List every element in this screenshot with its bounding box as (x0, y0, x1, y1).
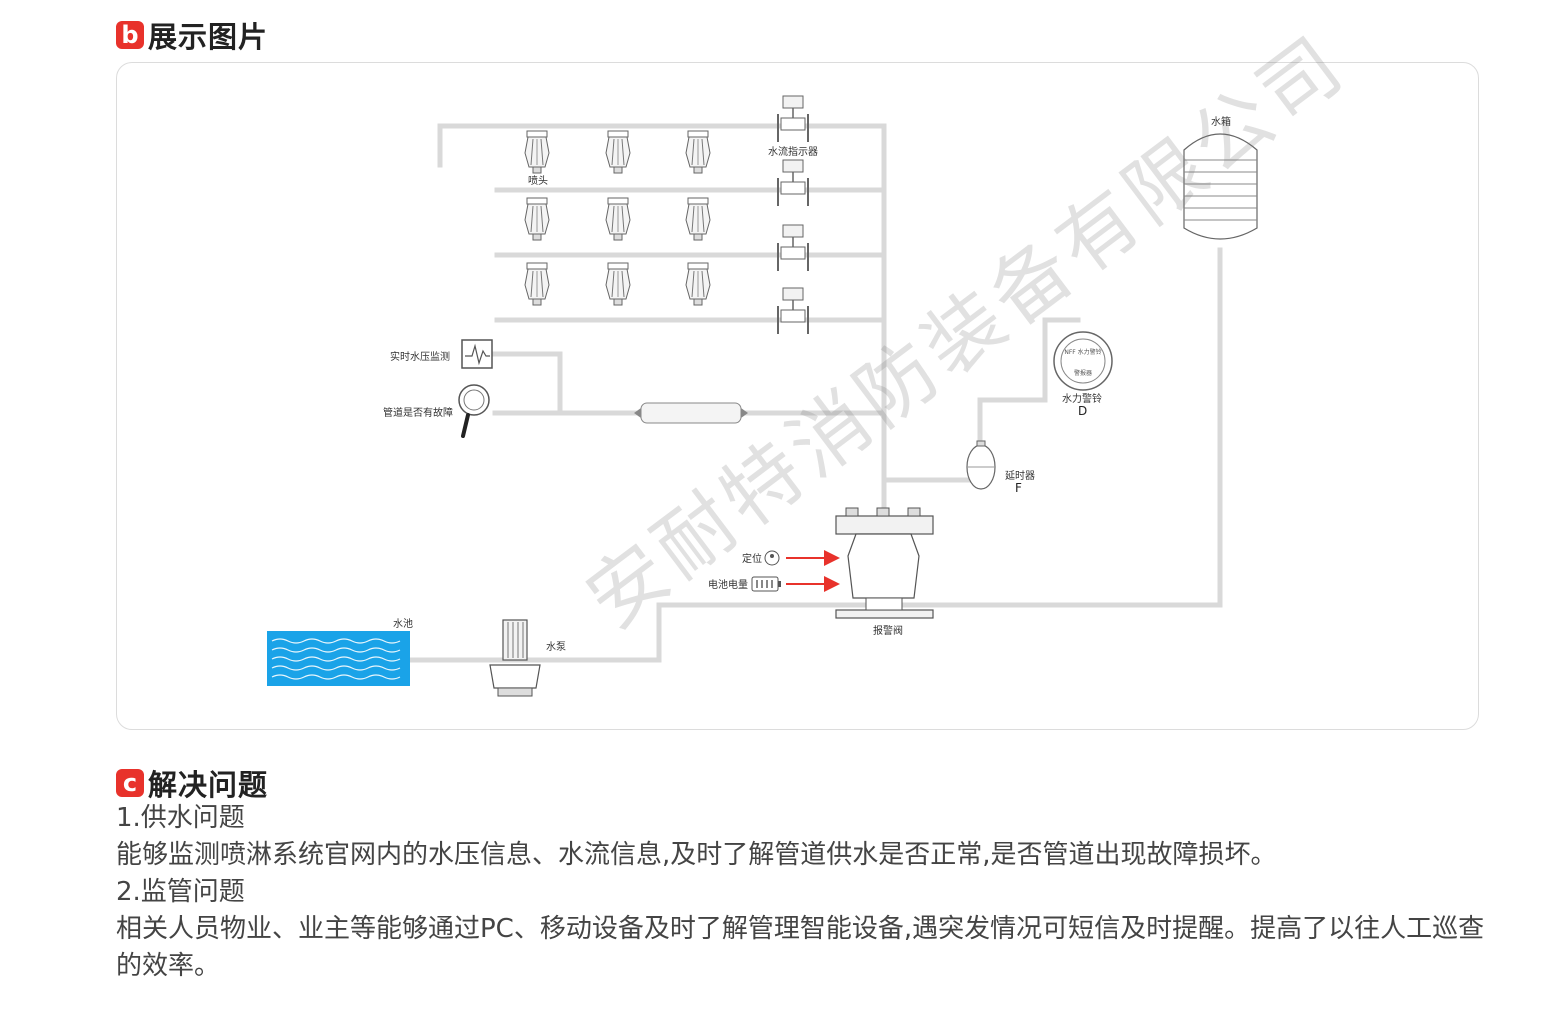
label-alarm-valve: 报警阀 (873, 624, 903, 637)
label-pool: 水池 (393, 617, 413, 630)
sprinkler-icon (685, 262, 711, 306)
sprinkler-icon (685, 197, 711, 241)
magnifier-icon (458, 384, 490, 438)
sprinkler-icon (605, 130, 631, 174)
flow-indicator-icon (777, 159, 809, 207)
sprinkler-icon (605, 197, 631, 241)
section-title-solutions: 解决问题 (148, 768, 269, 802)
sprinkler-heads (524, 130, 711, 306)
pipe-bell-line (881, 317, 1081, 483)
solutions-content: 1.供水问题 能够监测喷淋系统官网内的水压信息、水流信息,及时了解管道供水是否正… (116, 800, 1496, 985)
label-pressure-monitor: 实时水压监测 (390, 350, 450, 363)
solution-item-1-text: 能够监测喷淋系统官网内的水压信息、水流信息,及时了解管道供水是否正常,是否管道出… (116, 840, 1277, 870)
location-pin-icon (764, 550, 780, 566)
label-sprinkler: 喷头 (528, 175, 548, 187)
solution-item-2-text: 相关人员物业、业主等能够通过PC、移动设备及时了解管理智能设备,遇突发情况可短信… (116, 914, 1485, 981)
bell-ring-top: NFF 水力警铃 (1064, 348, 1101, 356)
water-pump-icon (489, 619, 541, 697)
water-pool-icon (267, 631, 410, 686)
label-water-bell: 水力警铃 (1062, 392, 1102, 405)
diagram-frame (116, 62, 1479, 730)
pipe-top-branch (437, 123, 887, 523)
flow-indicator-icon (777, 224, 809, 272)
solution-item-2-title: 2.监管问题 (116, 877, 245, 907)
label-delay: 延时器 (1005, 470, 1035, 482)
battery-icon (751, 576, 781, 592)
pressure-monitor-icon (461, 339, 493, 369)
section-header-solutions: c 解决问题 (116, 762, 268, 804)
sprinkler-icon (685, 130, 711, 174)
pipe-cylinder-icon (634, 402, 748, 424)
flow-indicator-icon (777, 287, 809, 335)
label-flow-indicator: 水流指示器 (768, 145, 818, 158)
section-header-display: b 展示图片 (116, 14, 268, 56)
label-battery: 电池电量 (708, 578, 748, 591)
bell-ring-bottom: 警报器 (1074, 369, 1092, 377)
section-badge-c: c (116, 769, 144, 797)
label-pump: 水泵 (546, 641, 566, 653)
sprinkler-icon (524, 262, 550, 306)
solution-item-1-title: 1.供水问题 (116, 803, 245, 833)
section-badge-b: b (116, 21, 144, 49)
delay-device-icon (966, 440, 996, 490)
flow-indicators (777, 95, 809, 335)
sprinkler-icon (524, 197, 550, 241)
section-title-display: 展示图片 (148, 20, 269, 54)
flow-indicator-icon (777, 95, 809, 143)
alarm-valve-icon (835, 507, 934, 619)
label-water-tank: 水箱 (1211, 115, 1231, 128)
label-pipe-fault: 管道是否有故障 (383, 406, 453, 419)
label-delay-letter: F (1015, 481, 1022, 495)
label-bell-letter: D (1078, 404, 1087, 418)
pipe-main-supply (407, 247, 1223, 663)
water-bell-icon: NFF 水力警铃 警报器 (1053, 331, 1113, 391)
label-location: 定位 (742, 552, 762, 565)
sprinkler-icon (524, 130, 550, 174)
sprinkler-icon (605, 262, 631, 306)
water-tank-icon (1183, 133, 1258, 240)
